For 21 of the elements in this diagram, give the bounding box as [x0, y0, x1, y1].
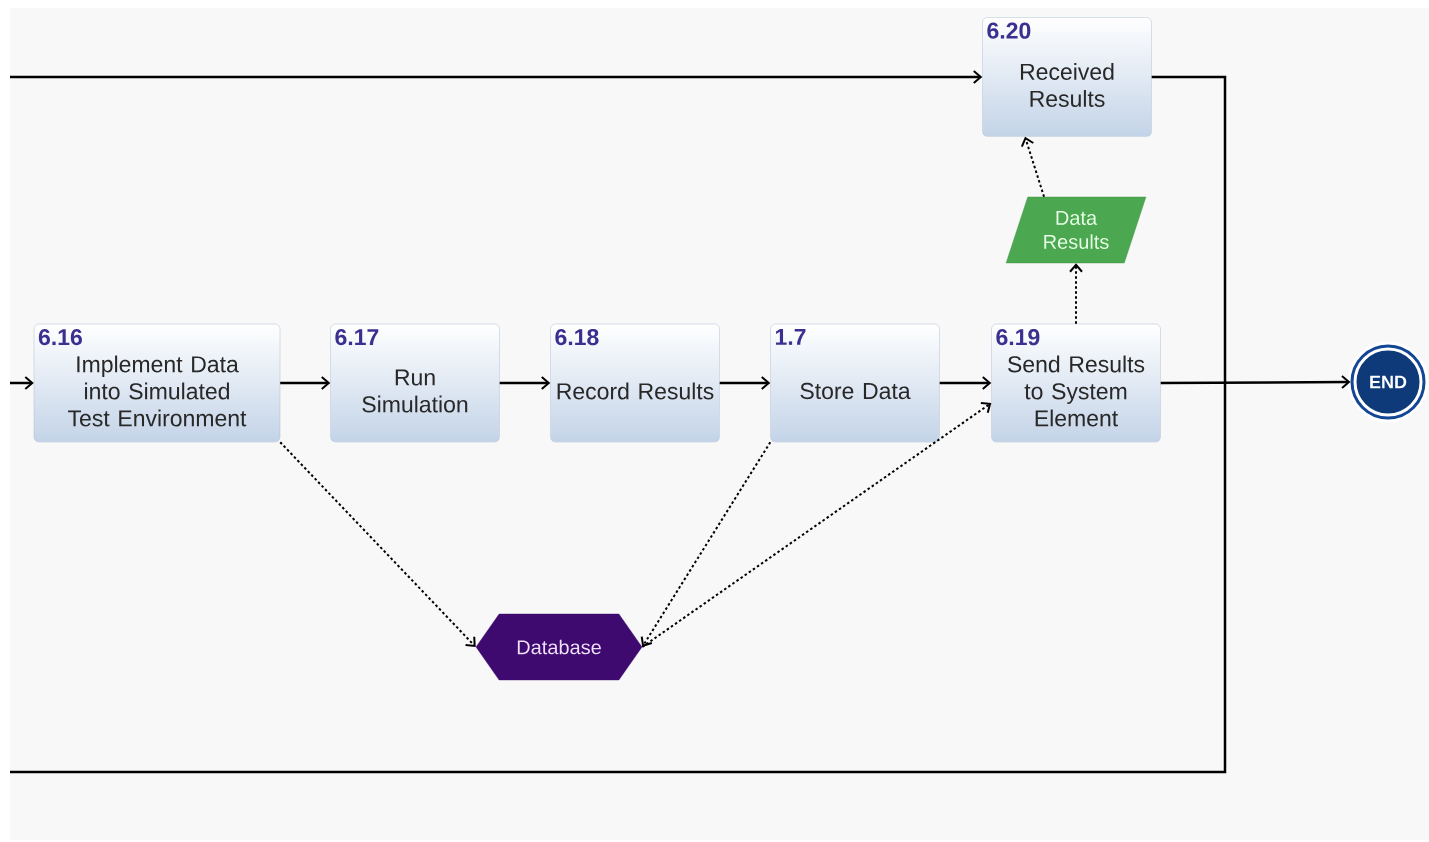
step-number: 6.20 — [987, 22, 1031, 39]
database-hexagon: Database — [475, 613, 643, 681]
step-number: 6.18 — [555, 329, 599, 346]
step-number: 6.17 — [335, 329, 379, 346]
step-number: 6.16 — [38, 329, 82, 346]
arrow — [719, 376, 771, 390]
arrow — [279, 441, 476, 647]
step-number: 1.7 — [775, 329, 806, 345]
data-parallelogram: Data Results — [1005, 196, 1147, 264]
arrow — [939, 376, 992, 390]
arrow — [1160, 375, 1351, 390]
arrow — [641, 401, 992, 648]
arrow — [10, 70, 983, 84]
arrow — [10, 376, 34, 390]
connector-line — [10, 75, 1227, 774]
arrow — [1069, 263, 1083, 325]
arrow — [280, 376, 331, 390]
arrow — [1020, 136, 1045, 198]
step-number: 6.19 — [996, 329, 1040, 346]
arrow — [499, 376, 551, 390]
arrow — [640, 441, 772, 647]
